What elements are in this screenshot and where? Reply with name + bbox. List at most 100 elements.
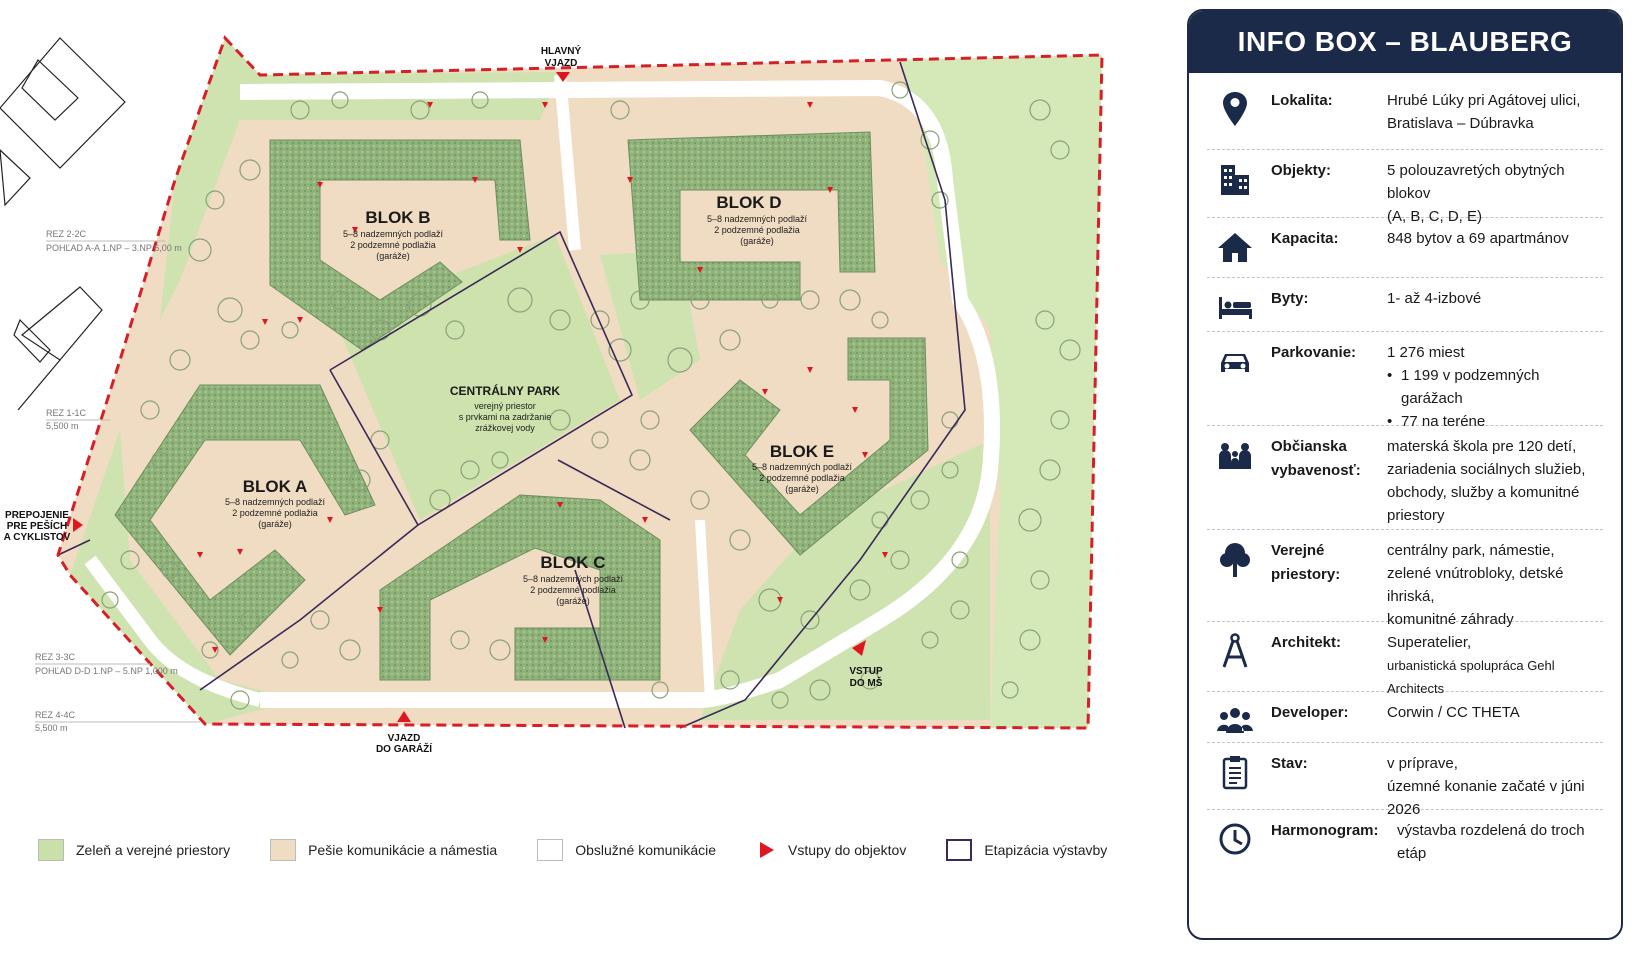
info-value: Corwin / CC THETA [1387, 701, 1603, 724]
info-key: Stav: [1271, 755, 1308, 772]
info-value-line: Corwin / CC THETA [1387, 704, 1520, 721]
tree [921, 631, 939, 649]
tree [651, 681, 669, 699]
tree [310, 610, 330, 630]
section-label: POHĽAD D-D 1.NP – 5.NP 1,000 m [35, 666, 178, 676]
legend-item: Pešie komunikácie a námestia [270, 839, 497, 861]
building-entrance-marker [542, 102, 548, 108]
section-label: REZ 3-3C [35, 652, 76, 662]
section-diagram [0, 37, 126, 411]
info-value: výstavba rozdelená do troch etáp [1397, 819, 1603, 865]
info-value: Superatelier,urbanistická spolupráca Geh… [1387, 631, 1603, 700]
tree [630, 290, 650, 310]
info-bullet-list: 1 199 v podzemných garážach77 na teréne [1387, 364, 1603, 433]
building-entrance-marker [317, 182, 323, 188]
info-row: Kapacita:848 bytov a 69 apartmánov [1207, 219, 1603, 278]
info-key: Architekt: [1271, 634, 1342, 651]
tree [690, 490, 710, 510]
trees [101, 81, 1081, 710]
tree [1030, 570, 1050, 590]
pedestrian-link-label: A CYKLISTOV [4, 532, 71, 543]
info-value-line: Bratislava – Dúbravka [1387, 115, 1534, 132]
green-area [160, 38, 560, 320]
info-key: Byty: [1271, 290, 1309, 307]
blok-b-title: BLOK B [365, 208, 430, 227]
legend-label: Zeleň a verejné priestory [76, 842, 231, 858]
tree [507, 287, 533, 313]
service-road [554, 74, 581, 251]
pedestrian-link-label: PREPOJENIE [5, 510, 69, 521]
info-bullet: 77 na teréne [1387, 410, 1603, 433]
building-entrance-marker [472, 177, 478, 183]
info-row: Verejné priestory:centrálny park, námest… [1207, 531, 1603, 628]
info-value-line: výstavba rozdelená do troch etáp [1397, 822, 1585, 862]
building-entrance-marker [852, 407, 858, 413]
tree [640, 410, 660, 430]
tree [629, 449, 651, 471]
info-key: Objekty: [1271, 162, 1332, 179]
tree [1059, 339, 1081, 361]
blok-d-line: 5–8 nadzemných podlaží [707, 214, 808, 224]
central-park-line: s prvkami na zadržanie [459, 412, 552, 422]
tree [771, 691, 789, 709]
main-entrance-label: VJAZD [545, 58, 578, 69]
entrance-arrow-garage [397, 711, 411, 722]
tree [809, 679, 831, 701]
tree [910, 490, 930, 510]
blok-c-title: BLOK C [540, 553, 605, 572]
building-entrance-marker [627, 177, 633, 183]
tree [550, 660, 570, 680]
tree [331, 91, 349, 109]
car-icon [1213, 339, 1257, 383]
entrance-arrow-main [556, 72, 570, 82]
info-key: Lokalita: [1271, 92, 1333, 109]
building-entrance-marker [542, 637, 548, 643]
tree [281, 321, 299, 339]
info-value-line: (A, B, C, D, E) [1387, 208, 1483, 225]
legend-item: Vstupy do objektov [756, 842, 906, 858]
legend-swatch-etapization [946, 839, 973, 861]
tree [1050, 410, 1070, 430]
tree [370, 430, 390, 450]
blok-b-line: (garáže) [376, 251, 410, 261]
info-value-line: zariadenia sociálnych služieb, [1387, 461, 1586, 478]
info-value-line: komunitné záhrady [1387, 611, 1514, 628]
tree [445, 320, 465, 340]
tree [410, 100, 430, 120]
building-entrance-marker [352, 227, 358, 233]
blok-c-line: 2 podzemné podlažia [530, 585, 616, 595]
section-lines [35, 240, 200, 723]
info-value-line: 5 polouzavretých obytných blokov [1387, 162, 1565, 202]
info-row: Objekty: 5 polouzavretých obytných blokov… [1207, 151, 1603, 225]
bed-icon [1213, 285, 1257, 329]
section-label: 5,500 m [46, 421, 79, 431]
central-park-title: CENTRÁLNY PARK [450, 383, 561, 398]
service-road [84, 555, 262, 707]
section-label: 5,500 m [35, 723, 68, 733]
info-value-line: urbanistická spolupráca Gehl Architects [1387, 658, 1555, 696]
buildings-icon [1213, 157, 1257, 201]
tree [860, 670, 880, 690]
tree [120, 550, 140, 570]
tree [281, 651, 299, 669]
tree [140, 400, 160, 420]
entrance-arrow-pedestrian [73, 518, 83, 532]
building-entrance-marker [642, 517, 648, 523]
tree [1018, 508, 1042, 532]
tree [951, 551, 969, 569]
info-value-line: 848 bytov a 69 apartmánov [1387, 230, 1569, 247]
building-entrance-marker [237, 549, 243, 555]
tree [800, 610, 820, 630]
blok-d-title: BLOK D [716, 193, 781, 212]
tree [931, 191, 949, 209]
service-road [695, 519, 715, 701]
building-blok-c [379, 494, 661, 681]
tree [920, 130, 940, 150]
building-entrance-marker [377, 607, 383, 613]
building-entrance-marker [882, 552, 888, 558]
blok-a-line: 2 podzemné podlažia [232, 508, 318, 518]
tree [941, 461, 959, 479]
tree [549, 409, 571, 431]
location-pin-icon [1213, 87, 1257, 131]
info-value-line: v príprave, [1387, 755, 1458, 772]
